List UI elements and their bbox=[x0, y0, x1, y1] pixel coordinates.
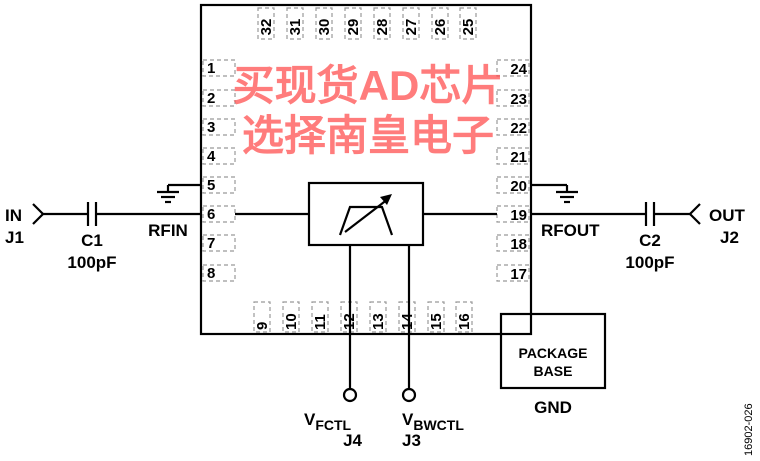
pin-4: 4 bbox=[202, 147, 236, 165]
pin-13: 13 bbox=[369, 301, 387, 333]
pin-6: 6 bbox=[202, 205, 236, 223]
pin-22: 22 bbox=[496, 118, 530, 137]
pin-number: 29 bbox=[345, 19, 362, 36]
tunable-filter-icon bbox=[338, 194, 394, 236]
base-label: BASE bbox=[534, 363, 573, 379]
c1-value: 100pF bbox=[67, 253, 116, 272]
pin-18: 18 bbox=[496, 234, 530, 253]
ground-icon bbox=[157, 185, 179, 204]
pin-27: 27 bbox=[402, 7, 420, 40]
gnd-label: GND bbox=[534, 398, 572, 417]
pin-10: 10 bbox=[282, 301, 300, 333]
package-base-box bbox=[499, 312, 607, 390]
c2-label: C2 bbox=[639, 231, 661, 250]
rfin-label: RFIN bbox=[148, 221, 188, 240]
pin-number: 23 bbox=[510, 91, 527, 108]
pin-number: 19 bbox=[510, 207, 527, 224]
figure-id: 16902-026 bbox=[743, 403, 755, 456]
pin-number: 30 bbox=[316, 19, 333, 36]
pin-number: 31 bbox=[287, 19, 304, 36]
pin-23: 23 bbox=[496, 89, 530, 108]
pin-number: 25 bbox=[460, 19, 477, 36]
pin-number: 26 bbox=[432, 19, 449, 36]
pin-14: 14 bbox=[398, 301, 416, 333]
pin-3: 3 bbox=[202, 118, 236, 136]
pin-1: 1 bbox=[202, 59, 236, 77]
pin-number: 9 bbox=[254, 322, 271, 330]
pin-number: 7 bbox=[207, 235, 215, 252]
pin-number: 4 bbox=[207, 148, 216, 165]
pin-number: 2 bbox=[207, 90, 215, 107]
pin-number: 10 bbox=[283, 313, 300, 330]
vbwctl-terminal bbox=[401, 387, 417, 403]
tunable-filter-block bbox=[307, 181, 425, 247]
pin-31: 31 bbox=[286, 7, 304, 40]
j3-label: J3 bbox=[402, 431, 421, 450]
pin-16: 16 bbox=[455, 301, 473, 333]
j1-label: J1 bbox=[5, 228, 24, 247]
pin-number: 15 bbox=[428, 313, 445, 330]
pin-number: 1 bbox=[207, 60, 215, 77]
pin-number: 16 bbox=[456, 313, 473, 330]
pin-2: 2 bbox=[202, 89, 236, 107]
pin-17: 17 bbox=[496, 264, 530, 283]
pin-number: 27 bbox=[403, 19, 420, 36]
pin-number: 11 bbox=[312, 314, 329, 330]
pin-9: 9 bbox=[253, 301, 271, 333]
pin-number: 18 bbox=[510, 236, 527, 253]
pin-number: 13 bbox=[370, 313, 387, 330]
j2-connector-icon bbox=[688, 203, 701, 225]
pin-number: 24 bbox=[510, 61, 527, 78]
pin-number: 17 bbox=[510, 266, 527, 283]
pin-number: 32 bbox=[258, 19, 275, 36]
pin-21: 21 bbox=[496, 147, 530, 166]
pin-8: 8 bbox=[202, 264, 236, 282]
package-label: PACKAGE bbox=[519, 345, 588, 361]
pin-number: 3 bbox=[207, 119, 215, 136]
pin-number: 5 bbox=[207, 177, 215, 194]
pin-25: 25 bbox=[459, 7, 477, 40]
pin-5: 5 bbox=[202, 176, 236, 194]
pin-28: 28 bbox=[373, 7, 391, 40]
pin-11: 11 bbox=[311, 301, 329, 333]
pin-number: 21 bbox=[510, 149, 527, 166]
pin-30: 30 bbox=[315, 7, 333, 40]
pin-number: 14 bbox=[399, 313, 416, 330]
c2-value: 100pF bbox=[625, 253, 674, 272]
vfctl-terminal bbox=[342, 387, 358, 403]
pin-15: 15 bbox=[427, 301, 445, 333]
pin-number: 8 bbox=[207, 265, 215, 282]
j1-connector-icon bbox=[32, 203, 45, 225]
rfout-label: RFOUT bbox=[541, 221, 600, 240]
pin-number: 28 bbox=[374, 19, 391, 36]
pin-number: 6 bbox=[207, 206, 215, 223]
vbwctl-label: VBWCTL bbox=[402, 410, 464, 433]
pin-number: 22 bbox=[510, 120, 527, 137]
pin-19: 19 bbox=[496, 205, 530, 224]
pin-number: 20 bbox=[510, 178, 527, 195]
pin-32: 32 bbox=[257, 7, 275, 40]
in-label: IN bbox=[5, 206, 22, 225]
watermark-text: 买现货AD芯片选择南皇电子 bbox=[233, 62, 504, 159]
pin-26: 26 bbox=[431, 7, 449, 40]
j2-label: J2 bbox=[720, 228, 739, 247]
pin-24: 24 bbox=[496, 59, 530, 78]
ground-icon bbox=[556, 185, 578, 204]
out-label: OUT bbox=[709, 206, 746, 225]
j4-label: J4 bbox=[343, 431, 362, 450]
pin-7: 7 bbox=[202, 234, 236, 252]
c1-label: C1 bbox=[81, 231, 103, 250]
vfctl-label: VFCTL bbox=[304, 410, 352, 433]
pin-20: 20 bbox=[496, 176, 530, 195]
chip-package-outline bbox=[199, 3, 533, 336]
pin-29: 29 bbox=[344, 7, 362, 40]
